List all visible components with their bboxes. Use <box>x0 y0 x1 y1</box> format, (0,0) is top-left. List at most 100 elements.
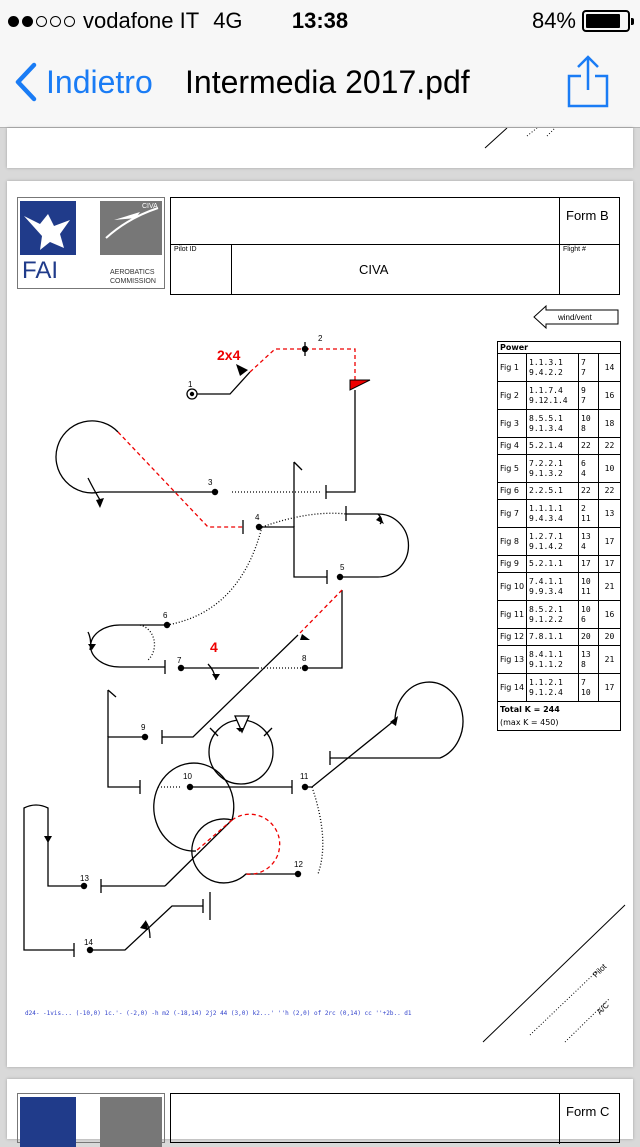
form-label: Form B <box>566 208 609 223</box>
k-cell-cat: 7.2.2.1 9.1.3.2 <box>526 454 580 483</box>
figure-2-dashed <box>249 348 305 373</box>
logo-fai: FAI <box>22 257 58 284</box>
wind-label: wind/vent <box>557 313 593 322</box>
figure-number-14: 14 <box>84 938 93 947</box>
k-cell-k: 10 11 <box>578 572 599 601</box>
figure-3-path <box>55 420 215 494</box>
direction-arrows <box>44 364 398 930</box>
status-bar: vodafone IT 4G 13:38 84% <box>0 0 640 40</box>
flight-label: Flight # <box>563 246 586 253</box>
clock: 13:38 <box>291 8 349 33</box>
figure-6-path <box>90 624 167 668</box>
figure-10-path <box>107 736 145 788</box>
figure-5-start-dot <box>336 573 344 581</box>
back-label: Indietro <box>46 63 153 100</box>
carrier-name: vodafone IT <box>83 8 200 33</box>
k-cell-total: 16 <box>598 381 621 410</box>
figure-6-start-dot <box>163 621 171 629</box>
figure-1-path <box>192 371 251 395</box>
battery-icon <box>582 10 634 32</box>
share-icon[interactable] <box>566 54 610 110</box>
total-k: Total K = 244 <box>500 705 560 714</box>
logo-box: CIVA FAI AEROBATICS COMMISSION <box>17 197 165 289</box>
carrier-info: vodafone IT 4G <box>8 8 243 34</box>
figure-number-8: 8 <box>302 654 307 663</box>
k-cell-fig: Fig 12 <box>496 628 528 646</box>
k-cell-cat: 8.4.1.1 9.1.1.2 <box>526 645 580 674</box>
previous-page <box>7 127 633 168</box>
figure-8-start-dot <box>301 664 309 672</box>
figure-9-start-dot <box>141 733 149 741</box>
figure-number-12: 12 <box>294 860 303 869</box>
figure-5-path <box>340 513 410 578</box>
k-cell-fig: Fig 1 <box>496 353 528 382</box>
logo-badge: CIVA <box>142 203 158 210</box>
k-cell-cat: 7.4.1.1 9.9.3.4 <box>526 572 580 601</box>
battery-percent: 84% <box>531 8 576 33</box>
k-cell-fig: Fig 11 <box>496 600 528 629</box>
signal-strength-icon <box>8 15 75 27</box>
k-cell-total: 13 <box>598 499 621 528</box>
figure-number-2: 2 <box>318 334 323 343</box>
spin-flag-icon <box>349 379 371 391</box>
red-annotation-1: 2x4 <box>217 347 241 363</box>
document-title: Intermedia 2017.pdf <box>185 64 470 100</box>
logo-line2: COMMISSION <box>110 278 156 285</box>
figure-10-start-dot <box>186 783 194 791</box>
k-cell-fig: Fig 7 <box>496 499 528 528</box>
figure-number-7: 7 <box>177 656 182 665</box>
figure-number-3: 3 <box>208 478 213 487</box>
sequence-string: d24- -1vis... (-10,0) 1c.'- (-2,0) -h m2… <box>25 1010 412 1017</box>
figure-number-5: 5 <box>340 563 345 572</box>
figure-11-path <box>305 719 396 788</box>
k-cell-fig: Fig 8 <box>496 527 528 556</box>
figure-number-1: 1 <box>188 380 193 389</box>
figure-3-start-dot <box>211 488 219 496</box>
ac-signature-label: A/C <box>595 1000 611 1016</box>
k-cell-cat: 8.5.2.1 9.1.2.2 <box>526 600 580 629</box>
pilot-signature-label: Pilot <box>591 961 609 979</box>
figure-1-start-dot <box>189 391 195 397</box>
navigation-bar: Indietro Intermedia 2017.pdf <box>0 40 640 128</box>
k-cell-cat: 1.1.3.1 9.4.2.2 <box>526 353 580 382</box>
figure-number-11: 11 <box>300 772 309 781</box>
wind-arrow-icon: wind/vent <box>533 304 619 330</box>
figure-number-9: 9 <box>141 723 146 732</box>
red-annotation-2: 4 <box>210 639 218 655</box>
figure-4-start-dot <box>255 523 263 531</box>
figure-number-6: 6 <box>163 611 168 620</box>
figure-13-path <box>23 804 84 951</box>
k-cell-fig: Fig 13 <box>496 645 528 674</box>
figure-9-path <box>162 634 299 738</box>
figure-13-start-dot <box>80 882 88 890</box>
figure-number-4: 4 <box>255 513 260 522</box>
next-page: Form C <box>7 1079 633 1147</box>
k-cell-cat: 8.5.5.1 9.1.3.4 <box>526 409 580 438</box>
back-button[interactable]: Indietro <box>14 62 153 102</box>
header-grid: Form B Pilot ID Flight # CIVA <box>170 197 620 295</box>
previous-page-lines <box>484 127 556 149</box>
figure-number-13: 13 <box>80 874 89 883</box>
figure-2-start-dot <box>301 345 309 353</box>
k-cell-total: 14 <box>598 353 621 382</box>
figure-14-start-dot <box>86 946 94 954</box>
signature-line <box>482 904 626 1043</box>
logo-line1: AEROBATICS <box>110 269 155 276</box>
category-label: CIVA <box>359 262 389 277</box>
k-cell-cat: 1.1.7.4 9.12.1.4 <box>526 381 580 410</box>
max-k: (max K = 450) <box>500 718 559 727</box>
pilot-id-label: Pilot ID <box>174 246 197 253</box>
